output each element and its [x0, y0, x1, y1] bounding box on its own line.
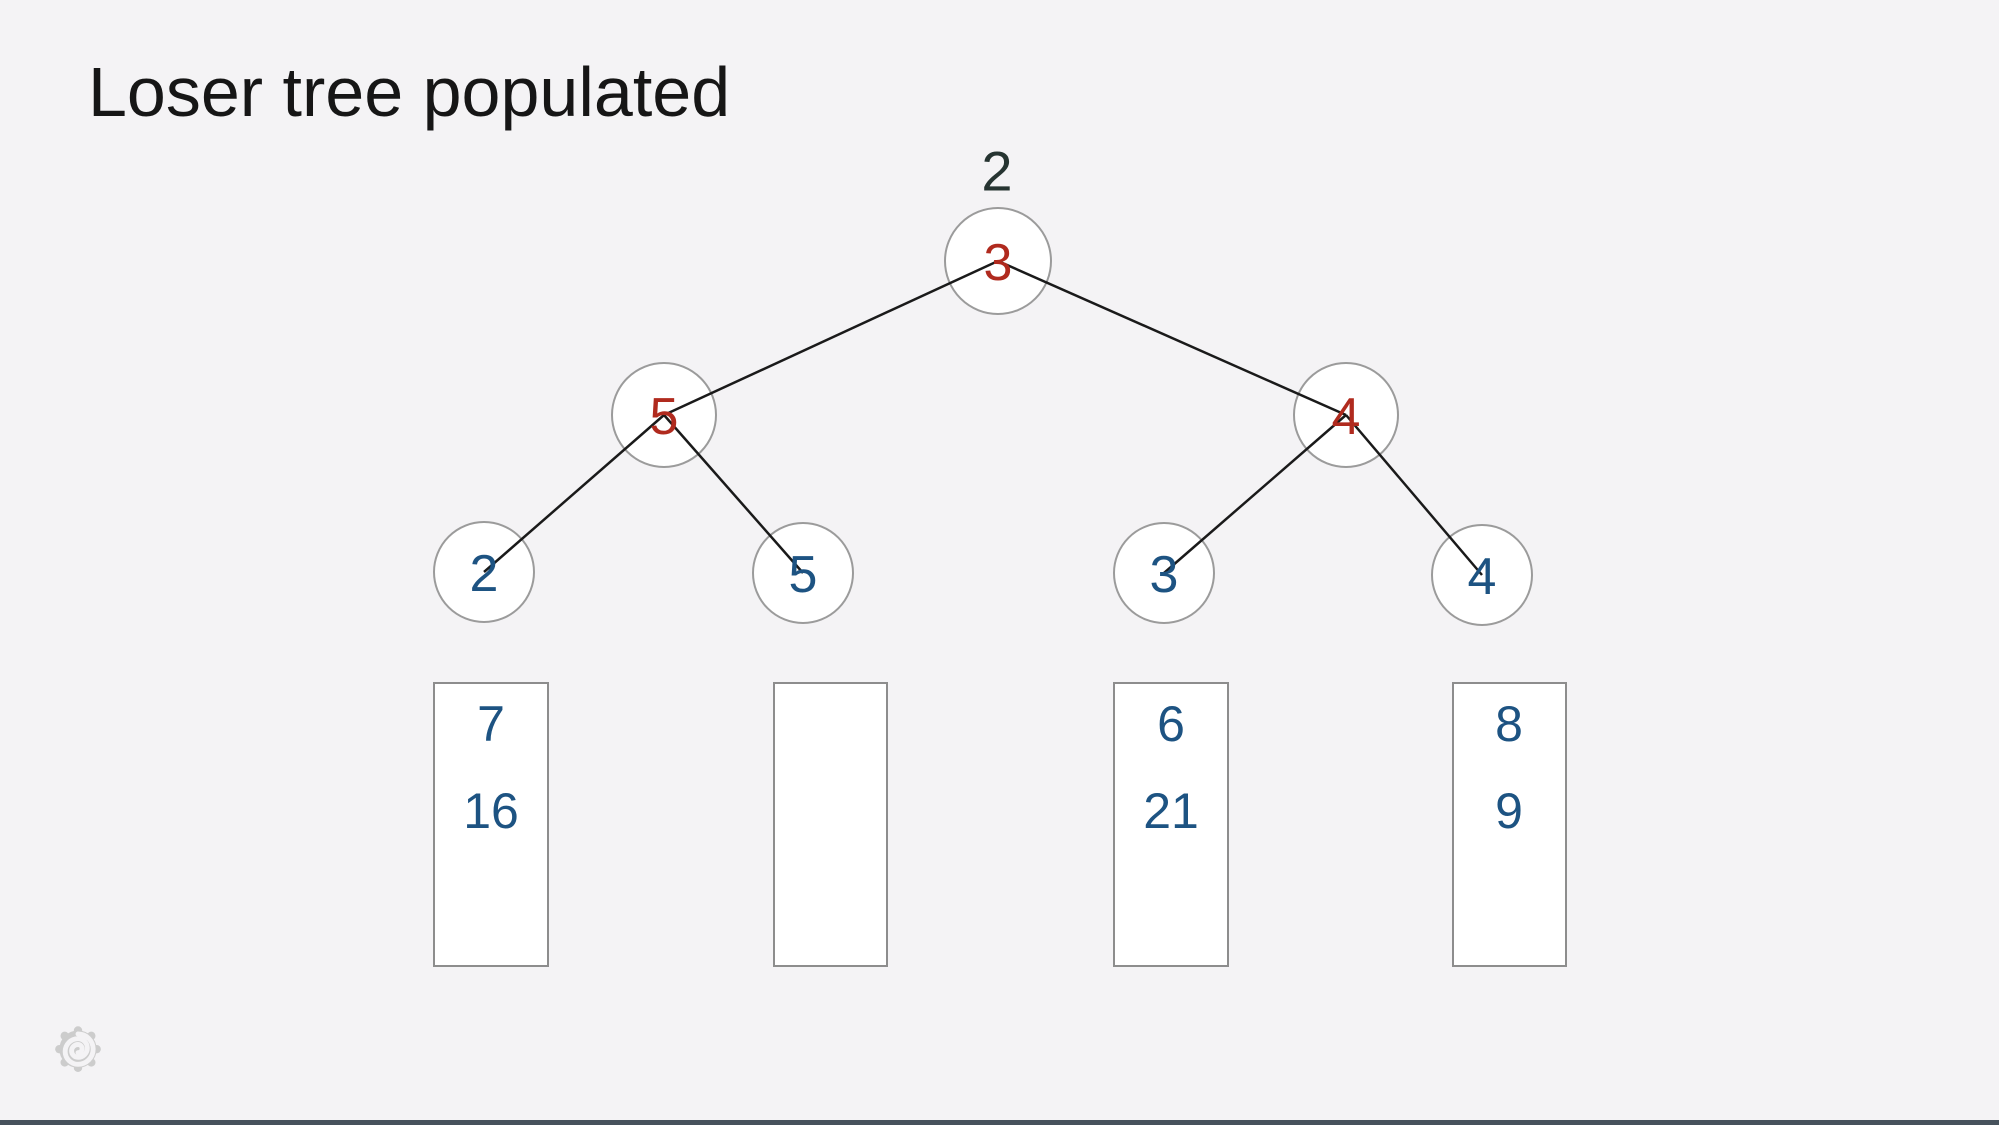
tree-edge: [997, 259, 1347, 417]
buffer-box-4: [1452, 682, 1567, 967]
buffer-value: 6: [1157, 696, 1185, 752]
buffer-value: 7: [477, 696, 505, 752]
leaf-node-value-1: 2: [470, 545, 499, 603]
buffer-value: 9: [1495, 783, 1523, 839]
tree-edge: [663, 259, 999, 417]
buffer-box-3: [1113, 682, 1229, 967]
spiral-logo-glyph: [55, 1026, 101, 1073]
leaf-node-value-2: 5: [789, 546, 818, 604]
tree-edge: [1345, 414, 1483, 576]
leaf-node-value-3: 3: [1150, 546, 1179, 604]
internal-node-value-left: 5: [650, 388, 679, 446]
leaf-node-value-4: 4: [1468, 548, 1497, 606]
tree-edge: [483, 414, 665, 573]
tree-nodes: [433, 207, 1533, 626]
root-node-value: 3: [984, 234, 1013, 292]
buffer-value: 21: [1143, 783, 1199, 839]
buffer-values: 7 16 6 21 8 9: [463, 696, 1523, 839]
tree-edge: [663, 414, 804, 574]
buffer-value: 8: [1495, 696, 1523, 752]
buffer-value: 16: [463, 783, 519, 839]
overall-winner-label: 2: [981, 140, 1012, 203]
tree-edges: [483, 259, 1483, 576]
buffer-boxes: [433, 682, 1567, 967]
tree-edge: [1163, 414, 1347, 574]
grafana-spiral-icon: [50, 1020, 106, 1076]
tree-node-values: 2 3 5 4 2 5 3 4: [470, 140, 1497, 607]
buffer-box-2: [773, 682, 888, 967]
internal-node-value-right: 4: [1332, 388, 1361, 446]
bottom-accent-bar: [0, 1120, 1999, 1125]
buffer-box-1: [433, 682, 549, 967]
page-title: Loser tree populated: [88, 53, 731, 131]
